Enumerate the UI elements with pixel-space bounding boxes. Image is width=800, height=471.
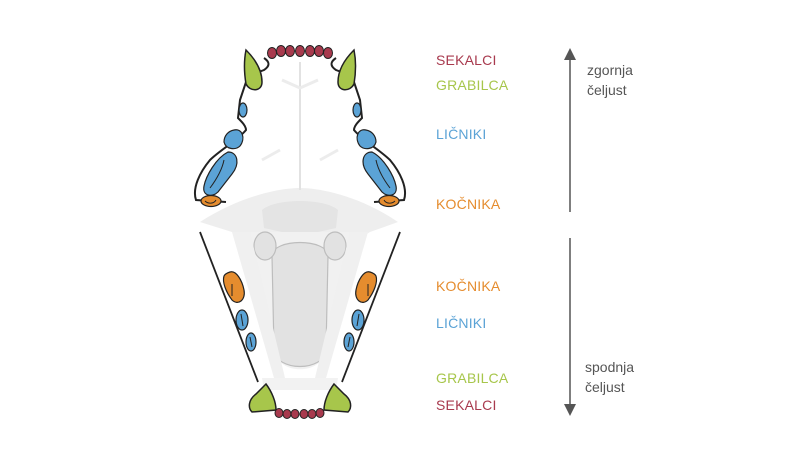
upper-carnassials xyxy=(200,194,400,208)
upper-carnassial-label: KOČNIKA xyxy=(436,196,501,212)
lower-carnassials xyxy=(222,271,378,303)
lower-jaw-outline xyxy=(199,231,401,383)
lower-incisors-label: SEKALCI xyxy=(436,397,497,413)
lower-jaw-caption-line-2: čeljust xyxy=(585,379,625,395)
lower-cheek-teeth-label: LIČNIKI xyxy=(436,315,487,331)
lower-jaw-caption-line-1: spodnja xyxy=(585,359,635,375)
upper-jaw-outline xyxy=(194,57,406,203)
lower-carnassial-label: KOČNIKA xyxy=(436,278,501,294)
lower-canines xyxy=(248,382,352,413)
lower-canines-label: GRABILCA xyxy=(436,370,509,386)
upper-cheek-teeth xyxy=(203,102,397,196)
lower-mandible-shading xyxy=(232,232,368,390)
upper-jaw-caption-line-1: zgornja xyxy=(587,62,633,78)
upper-incisors xyxy=(267,45,333,59)
lower-cheek-teeth xyxy=(235,309,365,352)
upper-canines xyxy=(243,48,357,91)
lower-jaw-caption: spodnja čeljust xyxy=(585,357,634,397)
upper-jaw-caption-line-2: čeljust xyxy=(587,82,627,98)
upper-jaw-caption: zgornja čeljust xyxy=(587,60,633,100)
lower-incisors xyxy=(274,408,325,419)
upper-incisors-label: SEKALCI xyxy=(436,52,497,68)
upper-canines-label: GRABILCA xyxy=(436,77,509,93)
upper-cheek-teeth-label: LIČNIKI xyxy=(436,126,487,142)
